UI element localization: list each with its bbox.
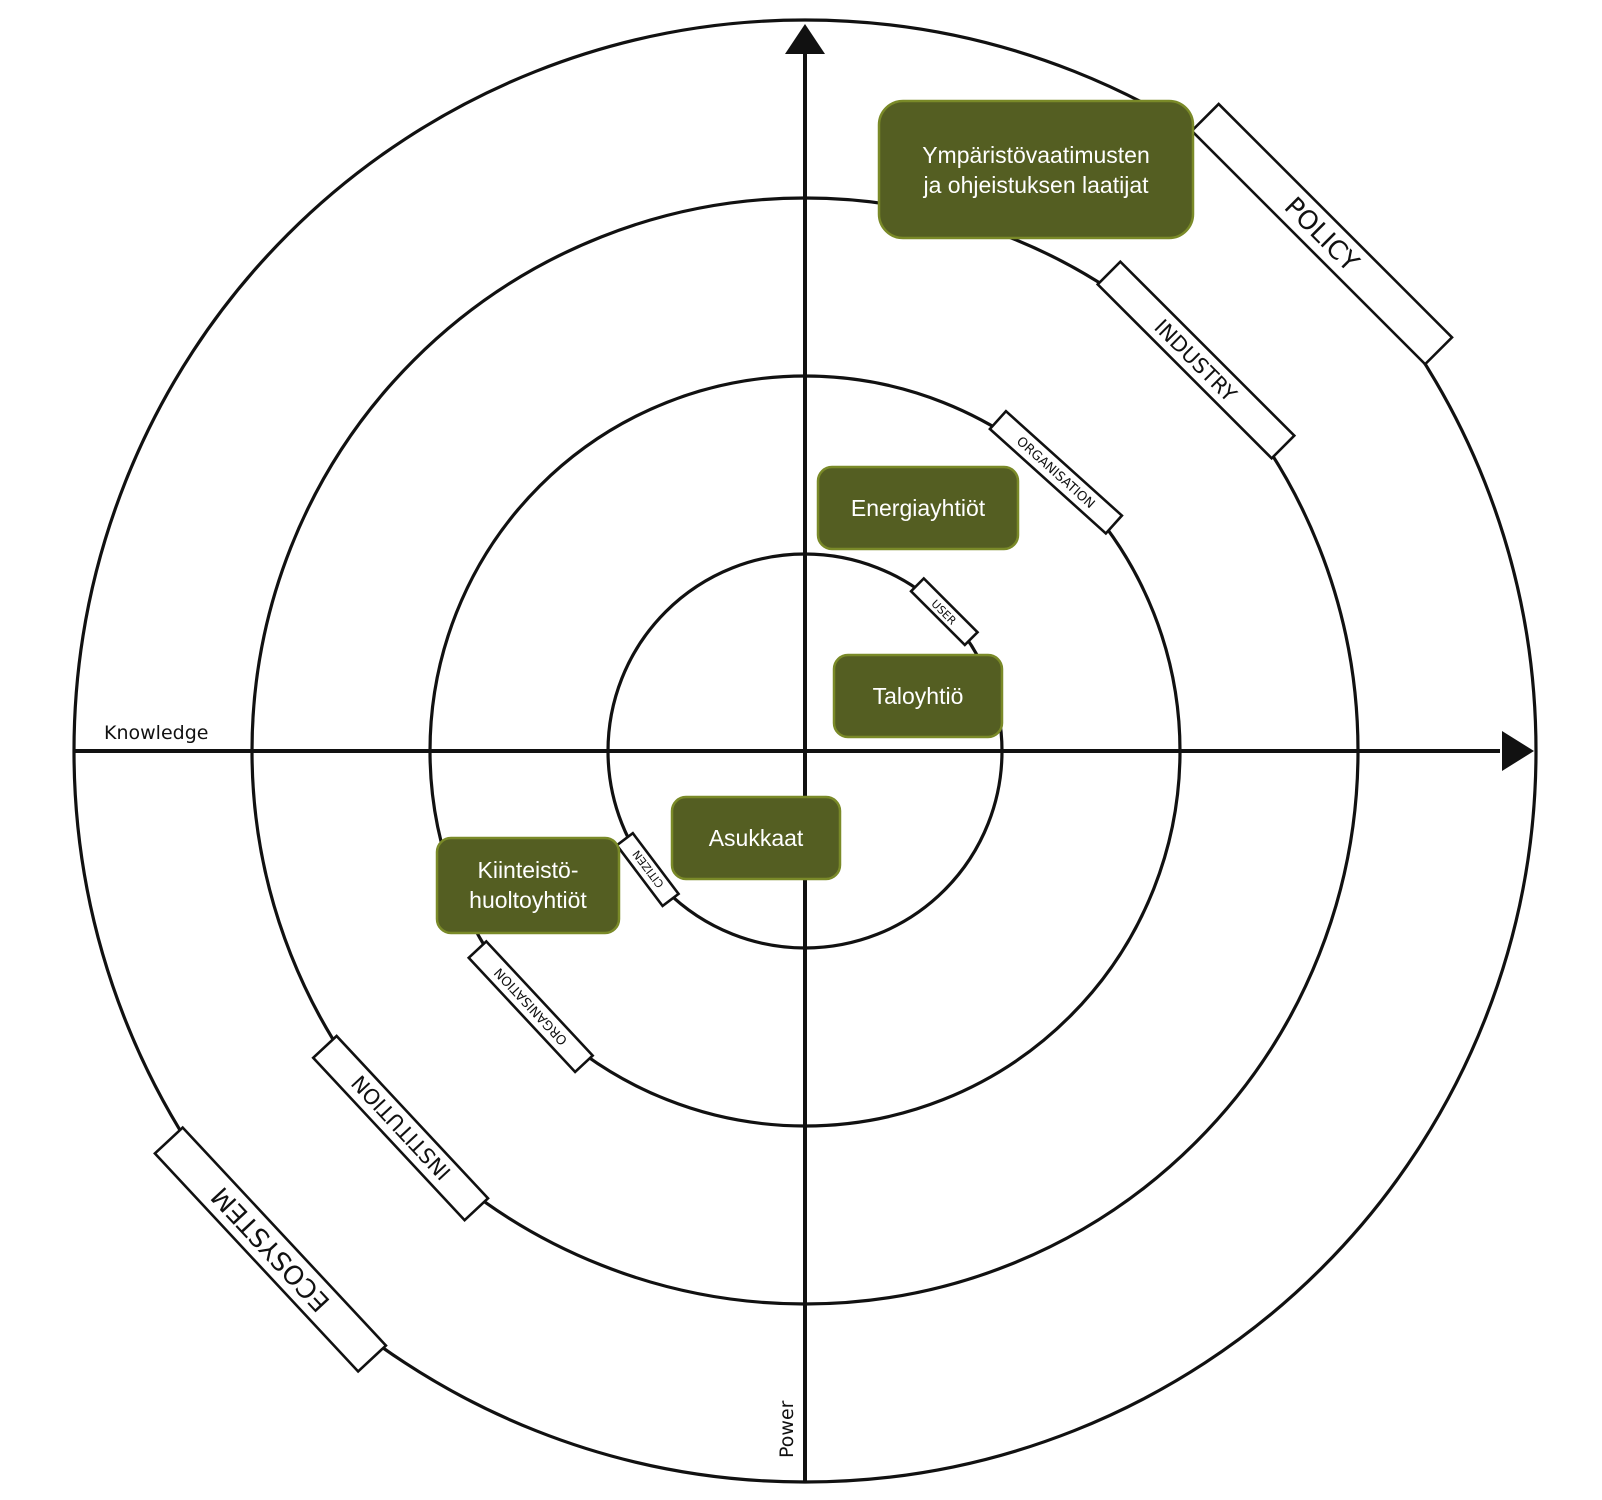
vertical-axis-arrowhead (785, 24, 825, 54)
box-taloyhtio-bg (832, 653, 1004, 739)
box-ymparistovaatimusten-laatijat-line-1: Ympäristövaatimusten (922, 142, 1150, 168)
box-asukkaat: Asukkaat (670, 795, 842, 881)
tag-organisation_upper-label: ORGANISATION (1013, 434, 1097, 512)
tag-citizen: CITIZEN (615, 831, 681, 908)
tag-industry-label: INDUSTRY (1149, 315, 1241, 407)
tag-ecosystem-label: ECOSYSTEM (206, 1181, 336, 1318)
box-kiinteistohuoltoyhtiot-line-2: huoltoyhtiöt (469, 887, 587, 913)
box-ymparistovaatimusten-laatijat-bg (877, 99, 1195, 240)
box-energiayhtiot-label: Energiayhtiöt (851, 495, 986, 521)
tag-institution: INSTITUTION (311, 1034, 490, 1223)
knowledge-axis-label: Knowledge (104, 722, 208, 744)
box-kiinteistohuoltoyhtiot-line-1: Kiinteistö- (478, 857, 579, 883)
box-energiayhtiot: Energiayhtiöt (816, 465, 1020, 551)
tag-organisation_upper-frame (988, 409, 1124, 536)
box-ymparistovaatimusten-laatijat-line-2: ja ohjeistuksen laatijat (922, 172, 1149, 198)
box-asukkaat-label: Asukkaat (709, 825, 804, 851)
tag-industry: INDUSTRY (1095, 259, 1297, 461)
box-energiayhtiot-bg (816, 465, 1020, 551)
tag-industry-frame (1095, 259, 1297, 461)
tag-ecosystem: ECOSYSTEM (153, 1125, 388, 1374)
box-ymparistovaatimusten-laatijat: Ympäristövaatimusten ja ohjeistuksen laa… (877, 99, 1195, 240)
box-asukkaat-bg (670, 795, 842, 881)
box-taloyhtio-label: Taloyhtiö (873, 683, 964, 709)
tag-institution-label: INSTITUTION (347, 1070, 456, 1184)
tag-citizen-frame (615, 831, 681, 908)
tag-organisation_lower-label: ORGANISATION (492, 964, 571, 1047)
tag-policy-label: POLICY (1278, 192, 1364, 278)
tag-policy-frame (1189, 102, 1454, 367)
power-axis-label: Power (776, 1400, 798, 1458)
horizontal-axis-arrowhead (1502, 731, 1534, 771)
tag-user: USER (909, 576, 980, 647)
box-taloyhtio: Taloyhtiö (832, 653, 1004, 739)
tag-organisation-lower: ORGANISATION (466, 939, 595, 1074)
tag-policy: POLICY (1189, 102, 1454, 367)
tag-ecosystem-frame (153, 1125, 388, 1374)
tag-user-frame (909, 576, 980, 647)
tag-organisation_lower-frame (466, 939, 595, 1074)
tag-institution-frame (311, 1034, 490, 1223)
box-kiinteistohuoltoyhtiot: Kiinteistö- huoltoyhtiöt (435, 836, 621, 935)
box-kiinteistohuoltoyhtiot-bg (435, 836, 621, 935)
